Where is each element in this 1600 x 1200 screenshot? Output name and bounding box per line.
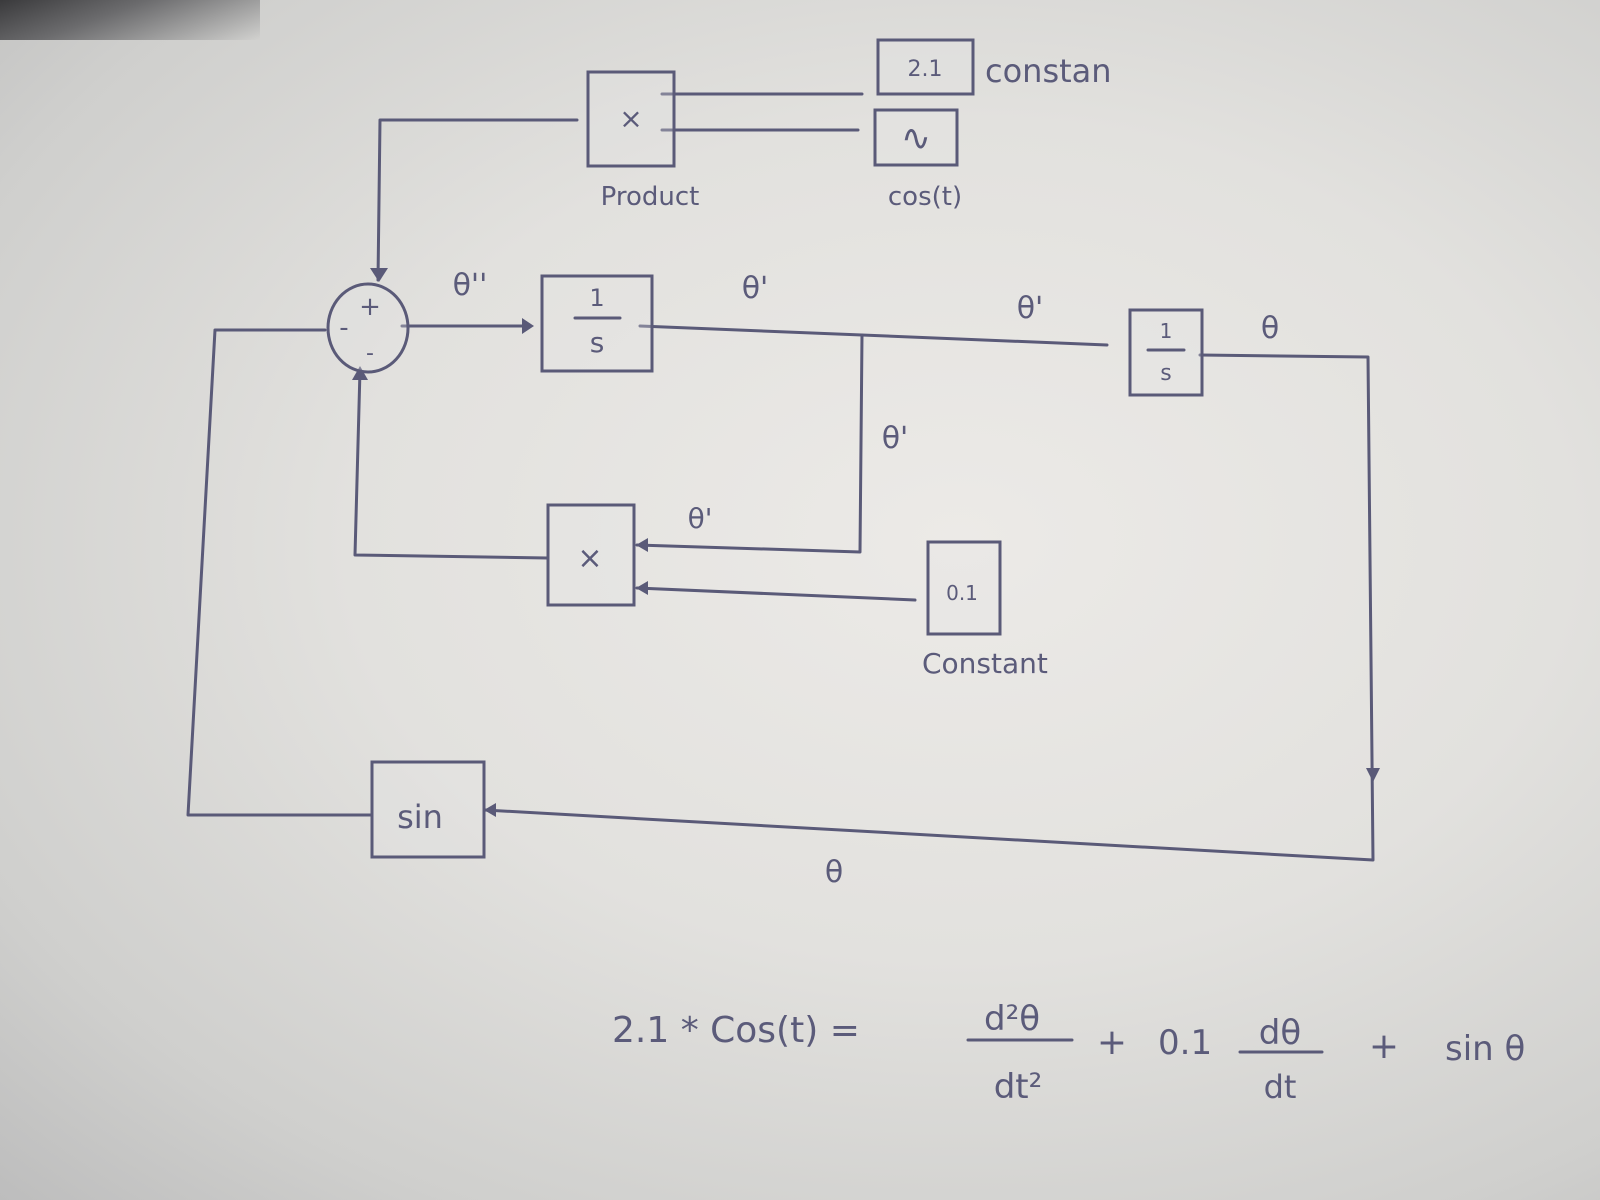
arrow-integrator1 — [522, 318, 534, 334]
arrow-sum-bottom — [352, 366, 368, 380]
cos-label: cos(t) — [888, 182, 962, 212]
signal-theta-double-prime: θ'' — [453, 268, 488, 303]
signal-theta: θ — [825, 855, 843, 890]
integrator2-numerator: 1 — [1160, 319, 1173, 343]
wire-product-bottom-to-sum — [353, 368, 549, 560]
arrow-down-right — [1366, 768, 1380, 782]
sine-wave-icon: ∿ — [901, 118, 931, 159]
arrow-product-bottom-1 — [636, 538, 648, 552]
sum-sign-plus: + — [359, 292, 381, 322]
wire-integrator1-to-integrator2 — [638, 324, 1109, 347]
signal-theta: θ — [1261, 311, 1279, 346]
shadow-corner — [0, 0, 260, 40]
sum-sign-minus-bottom: - — [366, 341, 374, 366]
product-label: Product — [601, 182, 700, 212]
wire-integrator2-to-sin — [483, 353, 1375, 862]
equation-coefficient: 0.1 — [1158, 1023, 1212, 1063]
sin-block[interactable]: sin — [370, 760, 486, 859]
equation-term1-denominator: dt² — [994, 1067, 1043, 1107]
equation-plus: + — [1097, 1022, 1127, 1063]
constant-bottom-label: Constant — [922, 647, 1048, 680]
equation-term2-numerator: dθ — [1259, 1013, 1301, 1053]
constant-block-top[interactable]: 2.1 — [876, 38, 975, 96]
arrow-product-bottom-2 — [636, 581, 648, 595]
wires — [186, 92, 1380, 862]
integrator1-numerator: 1 — [589, 284, 604, 312]
product-block-bottom[interactable]: × — [546, 503, 636, 607]
constant-block-bottom[interactable]: 0.1 — [926, 540, 1002, 636]
sum-sign-minus-left: - — [339, 313, 348, 343]
signal-theta-prime: θ' — [1017, 291, 1044, 326]
constant-top-value: 2.1 — [908, 57, 943, 82]
constant-top-label: constan — [985, 52, 1112, 90]
equation-lhs: 2.1 * Cos(t) = — [612, 1010, 860, 1051]
product-bottom-symbol: × — [577, 541, 602, 576]
sum-block[interactable]: + - - — [326, 282, 410, 374]
arrow-sum-top — [370, 268, 388, 282]
integrator-block-2[interactable]: 1 s — [1128, 308, 1204, 397]
signal-theta-prime: θ' — [742, 271, 769, 306]
integrator2-denominator: s — [1160, 361, 1171, 386]
integrator-block-1[interactable]: 1 s — [540, 274, 654, 373]
wire-product-to-sum — [376, 118, 579, 282]
wire-branch-to-product — [635, 333, 864, 554]
product-symbol: × — [619, 102, 642, 135]
product-block-top[interactable]: × — [586, 70, 676, 168]
integrator1-denominator: s — [590, 326, 605, 359]
wire-constant-to-product-bottom — [635, 586, 917, 602]
equation-term2-denominator: dt — [1264, 1068, 1297, 1106]
equation-term3: sin θ — [1445, 1029, 1525, 1069]
cos-source-block[interactable]: ∿ — [873, 108, 959, 167]
equation: 2.1 * Cos(t) = d²θ dt² + 0.1 dθ dt + sin… — [612, 999, 1525, 1107]
equation-term1-numerator: d²θ — [984, 999, 1040, 1039]
signal-theta-prime: θ' — [688, 502, 713, 535]
wire-sin-to-sum — [186, 328, 373, 817]
arrow-sin — [484, 803, 496, 817]
equation-plus: + — [1369, 1026, 1399, 1067]
constant-bottom-value: 0.1 — [946, 581, 978, 605]
sin-label: sin — [397, 798, 443, 836]
signal-theta-prime: θ' — [882, 421, 909, 456]
